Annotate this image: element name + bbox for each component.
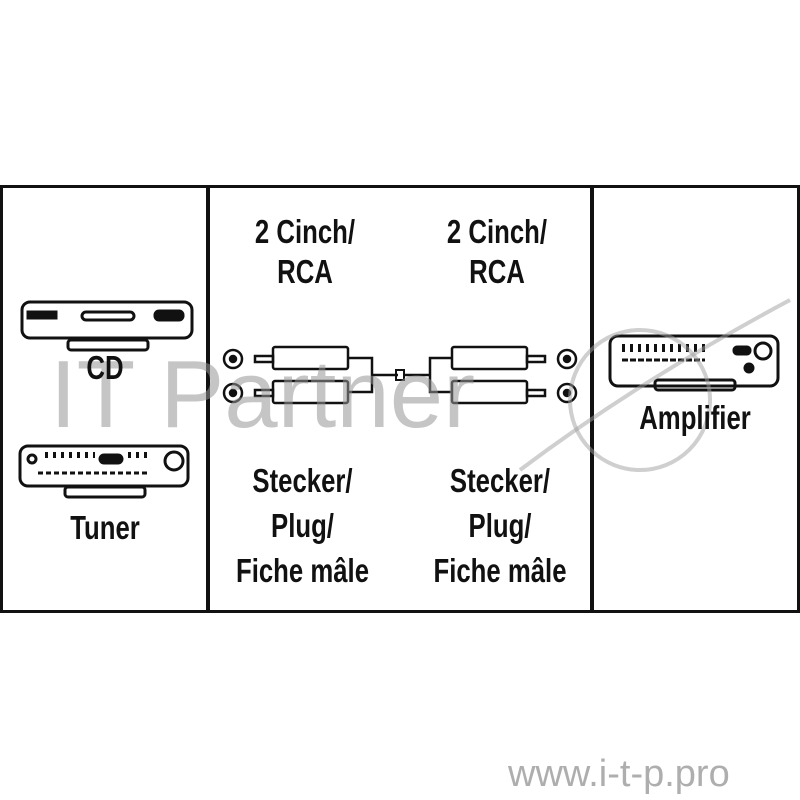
watermark-logo-text: IT Partner bbox=[50, 341, 476, 448]
left-type-line3: Fiche mâle bbox=[235, 552, 370, 589]
cd-label: CD bbox=[86, 349, 124, 386]
watermark-logo-icon bbox=[518, 298, 791, 472]
left-type-line2: Plug/ bbox=[271, 507, 334, 544]
tuner-label: Tuner bbox=[70, 509, 140, 546]
left-title-line2: RCA bbox=[277, 253, 333, 290]
amplifier-label: Amplifier bbox=[639, 399, 751, 436]
frame-right-edge bbox=[797, 185, 800, 613]
left-title-line1: 2 Cinch/ bbox=[254, 213, 356, 250]
panel-divider-left bbox=[206, 185, 210, 613]
left-connector-title: 2 Cinch/ RCA bbox=[231, 212, 379, 292]
right-connector-title: 2 Cinch/ RCA bbox=[423, 212, 571, 292]
watermark-url: www.i-t-p.pro bbox=[508, 753, 730, 795]
cd-player-icon bbox=[20, 300, 194, 352]
rca-cable-left-icon bbox=[222, 345, 398, 405]
tuner-icon bbox=[18, 444, 190, 499]
right-type-line1: Stecker/ bbox=[449, 462, 551, 499]
right-title-line1: 2 Cinch/ bbox=[446, 213, 548, 250]
right-title-line2: RCA bbox=[469, 253, 525, 290]
right-connector-type: Stecker/ Plug/ Fiche mâle bbox=[418, 458, 582, 593]
panel-divider-right bbox=[590, 185, 594, 613]
amplifier-icon bbox=[608, 334, 780, 392]
right-type-line2: Plug/ bbox=[468, 507, 532, 544]
right-type-line3: Fiche mâle bbox=[433, 552, 567, 589]
rca-cable-right-icon bbox=[404, 345, 578, 405]
left-type-line1: Stecker/ bbox=[252, 462, 353, 499]
left-connector-type: Stecker/ Plug/ Fiche mâle bbox=[223, 458, 383, 593]
diagram-frame bbox=[0, 185, 797, 613]
